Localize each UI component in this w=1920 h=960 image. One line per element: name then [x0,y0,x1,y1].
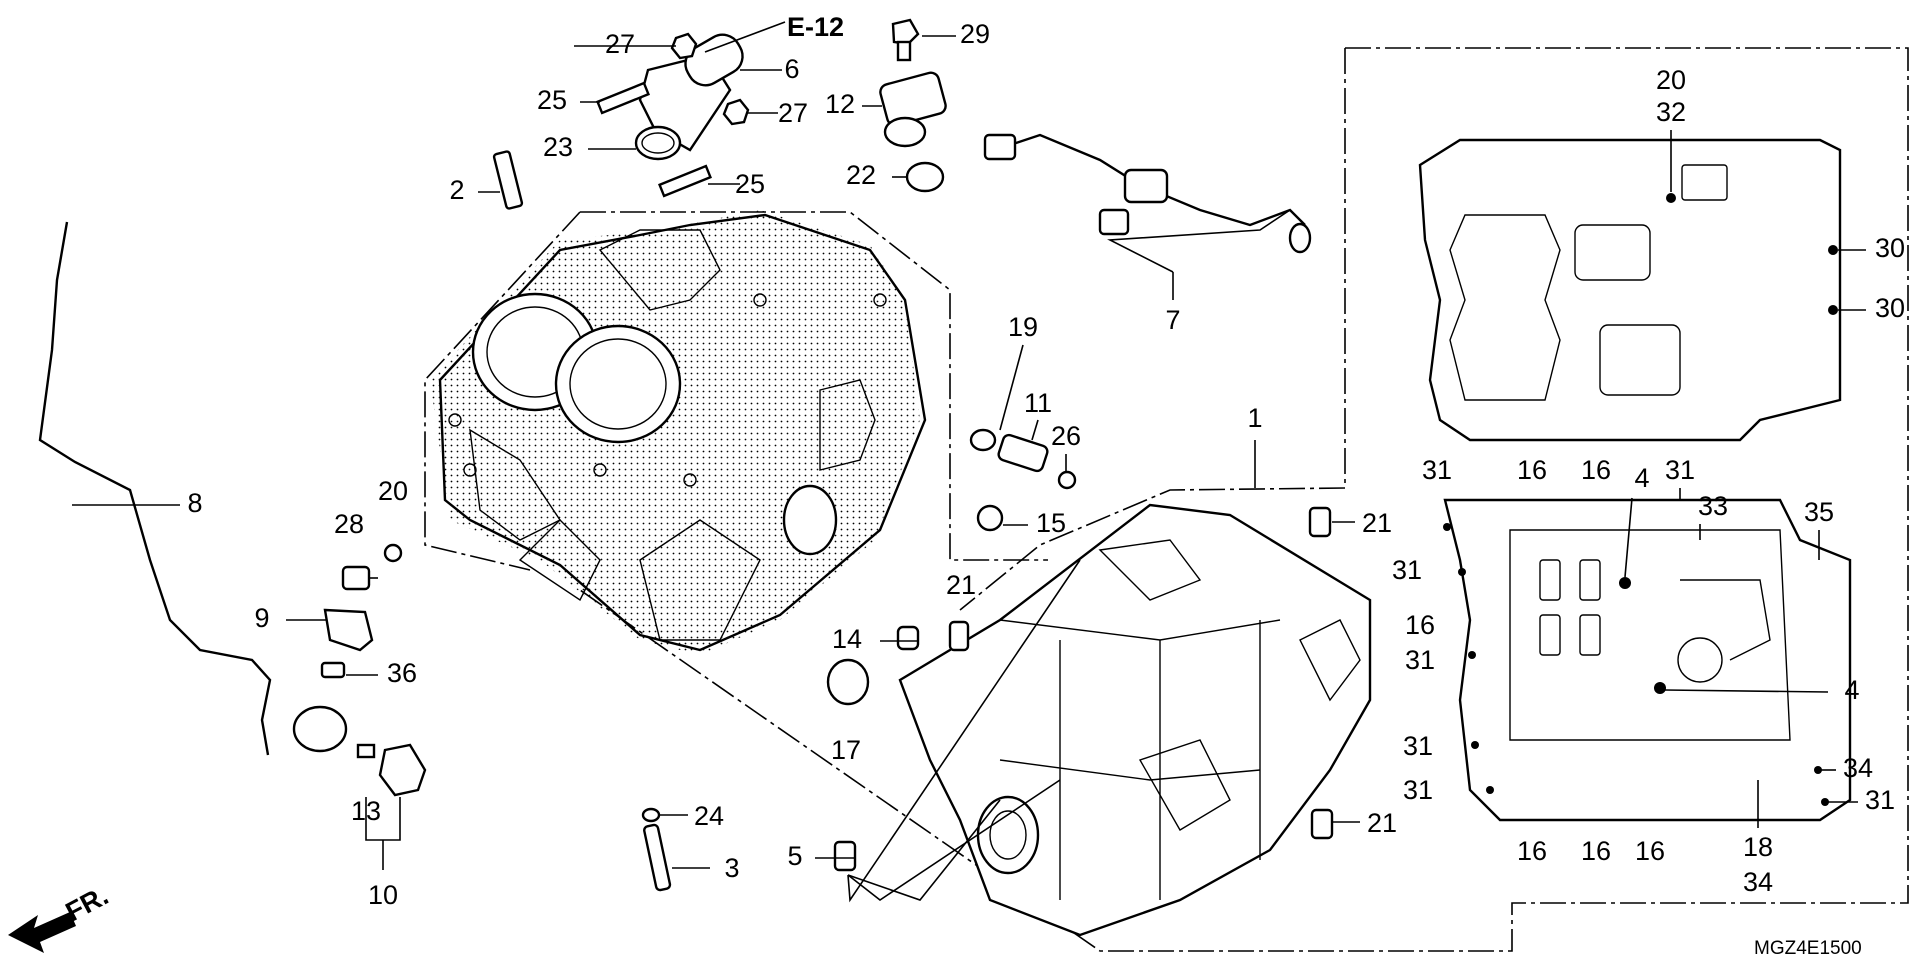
callout-c21a: 21 [1362,508,1392,538]
nut-27a [670,32,698,60]
lower-crankcase [898,503,1372,937]
bolt-29 [891,18,920,62]
sensor-11 [997,433,1049,473]
front-arrow-icon [8,912,76,953]
bolt-28 [341,565,371,591]
callout-c31d: 31 [1405,645,1435,675]
callout-c17: 17 [831,735,861,765]
callout-c24: 24 [694,801,724,831]
callout-c6: 6 [784,54,799,84]
bolt-14 [896,625,920,651]
callout-c1: 1 [1247,403,1262,433]
callout-c28: 28 [334,509,364,539]
callout-c19: 19 [1008,312,1038,342]
callout-c21b: 21 [946,570,976,600]
callout-c34a: 34 [1843,753,1873,783]
callout-c11: 11 [1024,388,1052,418]
washer-20 [383,543,403,563]
oil-pressure-switch-10 [378,743,427,797]
callout-c31b: 31 [1665,455,1695,485]
callout-c8: 8 [187,488,202,518]
plug-15 [976,504,1004,532]
upper-crankcase [430,210,927,655]
callout-c9: 9 [254,603,269,633]
cable-8 [38,221,272,756]
callout-c33: 33 [1698,491,1728,521]
callout-c16b: 16 [1581,455,1611,485]
reference-label: E-12 [787,12,844,42]
callout-c32: 32 [1656,97,1686,127]
callout-c25b: 25 [735,169,765,199]
callout-c23: 23 [543,132,573,162]
sensor-12 [879,71,947,148]
callout-c22: 22 [846,160,876,190]
callout-c16d: 16 [1517,836,1547,866]
callout-c31c: 31 [1392,555,1422,585]
callout-c20a: 20 [378,476,408,506]
callout-c2: 2 [449,175,464,205]
lower-crankcase-group-frame [579,47,1909,952]
callout-c29: 29 [960,19,990,49]
o-ring-22 [905,161,945,193]
callout-c16a: 16 [1517,455,1547,485]
nut-26 [1057,470,1077,490]
callout-c3: 3 [724,853,739,883]
callout-c15: 15 [1036,508,1066,538]
callout-c30b: 30 [1875,293,1905,323]
leader-lines [72,21,1866,903]
dowel-5 [833,840,857,872]
callout-c12: 12 [825,89,855,119]
stud-25a [596,81,650,115]
callout-c16c: 16 [1405,610,1435,640]
callout-c7: 7 [1165,305,1180,335]
callout-c35: 35 [1804,497,1834,527]
harness-7 [994,133,1306,227]
lower-case-gasket-view [1443,498,1852,822]
drawing-code: MGZ4E1500 [1754,938,1862,959]
callout-c18: 18 [1743,832,1773,862]
nut-27b [722,98,750,126]
washer-24 [641,807,661,823]
callout-c4a: 4 [1634,463,1649,493]
bolt-36 [320,661,346,679]
bolt-3 [643,823,672,892]
callout-c27b: 27 [778,98,808,128]
callout-c25a: 25 [537,85,567,115]
callout-c30a: 30 [1875,233,1905,263]
callout-c4b: 4 [1844,675,1859,705]
callout-c14: 14 [832,624,862,654]
callout-c5: 5 [787,841,802,871]
bolt-2 [492,150,524,210]
callout-c31f: 31 [1403,775,1433,805]
plug-13 [356,743,376,759]
o-ring-19 [969,428,997,452]
callout-c31g: 31 [1865,785,1895,815]
stud-25b [658,164,712,198]
callout-c34b: 34 [1743,867,1773,897]
callout-c16f: 16 [1635,836,1665,866]
callout-c13: 13 [351,796,381,826]
callout-c26: 26 [1051,421,1081,451]
callout-c27a: 27 [605,29,635,59]
callout-c31a: 31 [1422,455,1452,485]
dowel-21a [1308,506,1332,538]
callout-c21c: 21 [1367,808,1397,838]
callout-c20b: 20 [1656,65,1686,95]
callout-c16e: 16 [1581,836,1611,866]
upper-case-gasket-view [1418,138,1842,442]
callout-c10: 10 [368,880,398,910]
callout-c36: 36 [387,658,417,688]
dowel-21c [1310,808,1334,840]
dowel-21b [948,620,970,652]
plug-17 [826,658,870,706]
callout-c31e: 31 [1403,731,1433,761]
bracket-9 [323,608,374,652]
